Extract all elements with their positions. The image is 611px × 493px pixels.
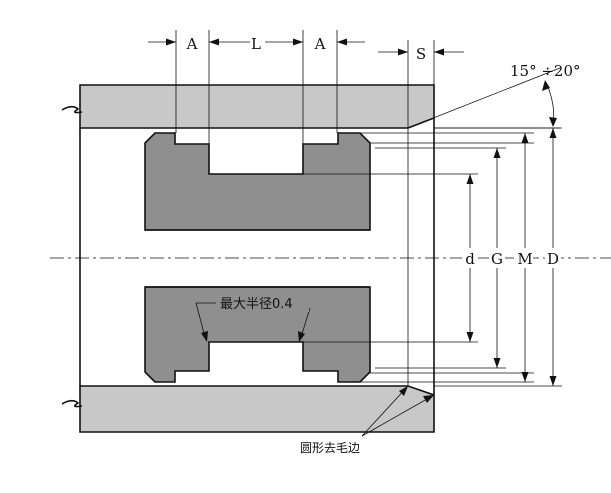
housing-bottom-wall [79,385,435,433]
gasket-upper [144,132,371,231]
label-l: L [251,35,261,53]
label-chamfer: 圆形去毛边 [300,441,360,455]
label-d-outer: D [547,250,559,268]
dimension-s: S [378,45,464,63]
label-angle: 15° ÷20° [510,62,581,80]
callout-max-radius: 最大半径0.4 [195,294,311,342]
label-g: G [491,250,503,268]
label-d: d [465,250,475,268]
housing [61,84,435,433]
callout-chamfer: 圆形去毛边 [300,385,435,455]
dimension-diameters: d G M D [462,128,561,386]
label-m: M [517,250,532,268]
label-s: S [416,45,426,63]
dimension-a-l-a: A L A [148,35,365,53]
right-extension-lines [303,127,562,387]
break-mark-bottom [61,399,83,408]
label-a-right: A [314,35,326,53]
housing-top-wall [79,84,435,129]
break-mark-top [61,105,83,114]
label-max-radius: 最大半径0.4 [220,297,293,312]
top-extension-lines [175,30,435,386]
label-a-left: A [186,35,198,53]
